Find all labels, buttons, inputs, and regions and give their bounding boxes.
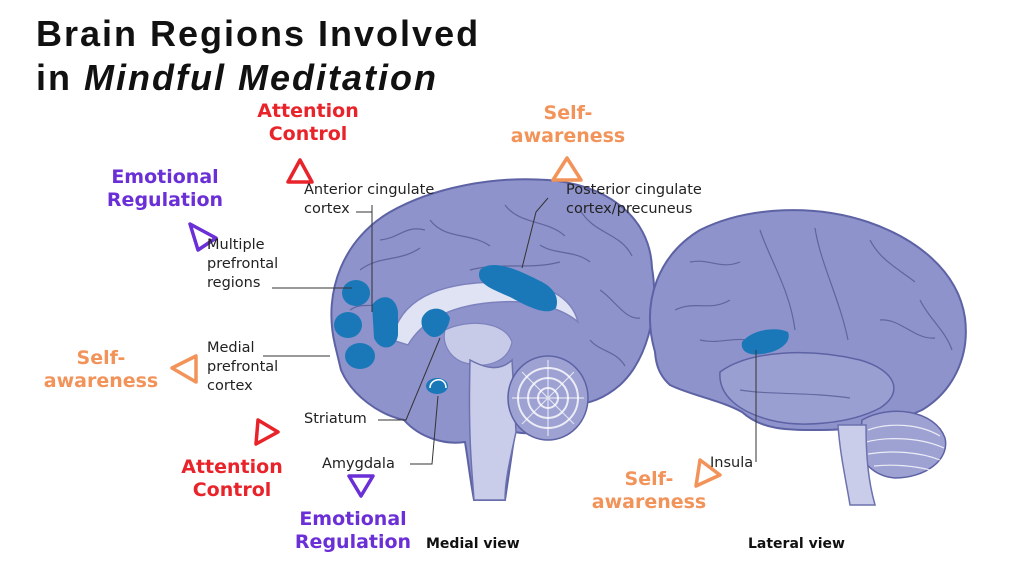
label-line: cortex xyxy=(304,201,350,217)
label-line: prefrontal xyxy=(207,359,279,375)
label-line: Medial xyxy=(207,340,255,356)
medial-gyri xyxy=(349,204,641,367)
label-insula: Insula xyxy=(710,455,754,471)
caption-medial-view: Medial view xyxy=(426,536,520,552)
function-attention-top: Attention Control xyxy=(238,100,378,146)
leader-lines xyxy=(263,197,757,465)
region-posterior-cingulate xyxy=(478,264,558,312)
region-insula xyxy=(741,329,789,355)
label-line: Control xyxy=(268,123,348,145)
label-line: cortex xyxy=(207,378,253,394)
caption-lateral-view: Lateral view xyxy=(748,536,845,552)
medial-brain xyxy=(330,178,656,501)
label-line: Multiple xyxy=(207,237,265,253)
page-title: Brain Regions Involved in Mindful Medita… xyxy=(36,12,480,100)
triangle-arrow-icon xyxy=(188,222,218,252)
label-anterior-cingulate: Anterior cingulate cortex xyxy=(304,181,434,219)
lateral-cerebellum xyxy=(858,410,947,479)
label-medial-prefrontal: Medial prefrontal cortex xyxy=(207,339,278,396)
lateral-brain xyxy=(649,209,967,506)
region-anterior-cingulate xyxy=(372,297,398,348)
label-line: regions xyxy=(207,275,261,291)
pointer-icons xyxy=(170,156,722,498)
label-striatum: Striatum xyxy=(304,411,367,427)
region-prefrontal-3 xyxy=(345,343,375,369)
label-line: Anterior cingulate xyxy=(304,182,435,198)
region-striatum xyxy=(421,308,450,338)
function-attention-bottom: Attention Control xyxy=(162,456,302,502)
label-line: Posterior cingulate xyxy=(566,182,702,198)
label-line: Emotional xyxy=(111,166,219,188)
label-line: awareness xyxy=(591,491,707,513)
medial-highlights xyxy=(334,264,558,394)
function-self-awareness-left: Self- awareness xyxy=(32,347,170,393)
triangle-arrow-icon xyxy=(170,354,198,384)
region-amygdala xyxy=(426,378,448,394)
title-line-2-prefix: in xyxy=(36,57,84,98)
label-amygdala: Amygdala xyxy=(322,456,395,472)
label-posterior-cingulate: Posterior cingulate cortex/precuneus xyxy=(566,181,702,219)
function-self-awareness-top: Self- awareness xyxy=(488,102,648,148)
brainstem xyxy=(468,358,517,501)
label-line: Control xyxy=(192,479,272,501)
label-line: prefrontal xyxy=(207,256,279,272)
label-line: cortex/precuneus xyxy=(566,201,693,217)
label-line: Attention xyxy=(181,456,283,478)
cerebellum xyxy=(507,355,589,441)
label-line: Attention xyxy=(257,100,359,122)
label-line: Self- xyxy=(624,468,674,490)
region-prefrontal-1 xyxy=(342,280,370,306)
label-line: Self- xyxy=(76,347,126,369)
label-line: Emotional xyxy=(299,508,407,530)
temporal-lobe xyxy=(719,351,895,425)
label-line: awareness xyxy=(43,370,159,392)
triangle-arrow-icon xyxy=(347,474,375,498)
triangle-arrow-icon xyxy=(694,458,722,488)
title-line-1: Brain Regions Involved xyxy=(36,13,481,54)
label-line: Regulation xyxy=(106,189,224,211)
label-multiple-prefrontal: Multiple prefrontal regions xyxy=(207,236,278,293)
title-line-2-italic: Mindful Meditation xyxy=(84,57,438,98)
function-emotional-bottom: Emotional Regulation xyxy=(276,508,430,554)
function-self-awareness-right: Self- awareness xyxy=(574,468,724,514)
triangle-arrow-icon xyxy=(254,418,280,446)
label-line: Self- xyxy=(543,102,593,124)
triangle-arrow-icon xyxy=(286,158,314,184)
label-line: awareness xyxy=(510,125,626,147)
function-emotional-left: Emotional Regulation xyxy=(88,166,242,212)
lateral-brainstem xyxy=(837,424,876,506)
thalamus xyxy=(443,322,513,366)
label-line: Regulation xyxy=(294,531,412,553)
triangle-arrow-icon xyxy=(551,156,583,182)
region-prefrontal-2 xyxy=(334,312,362,338)
